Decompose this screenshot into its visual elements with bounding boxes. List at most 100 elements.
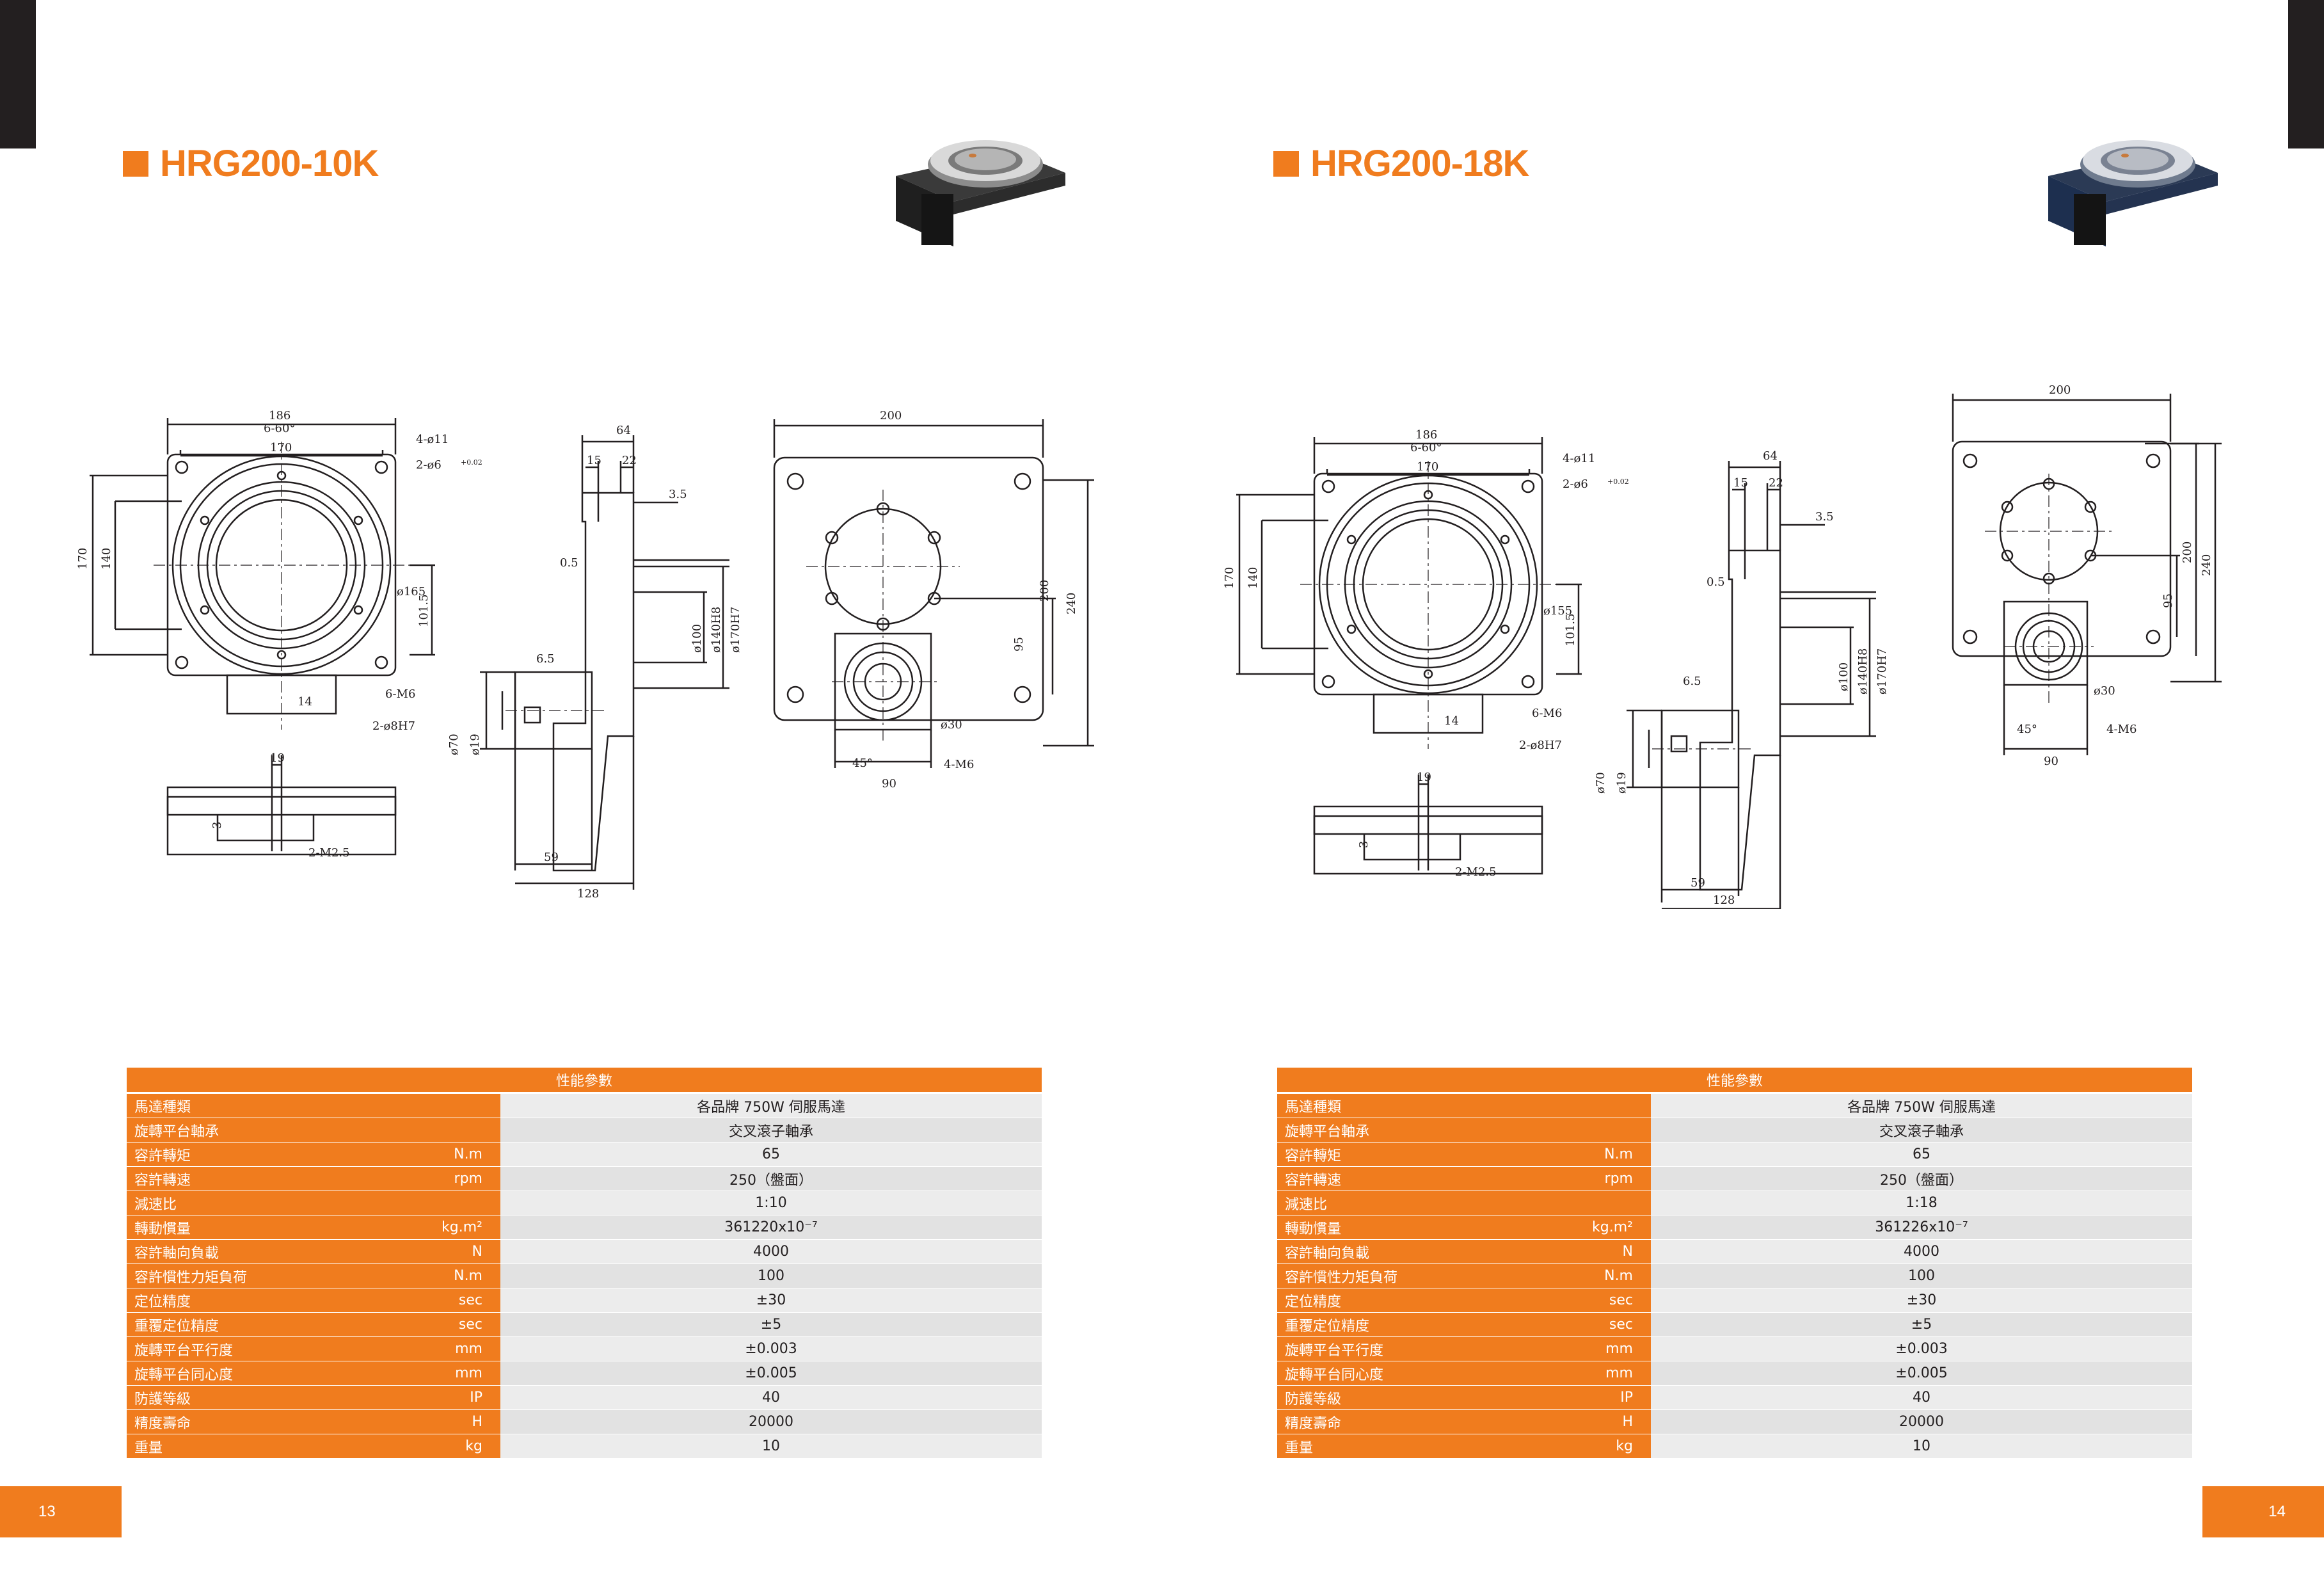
spec-name: 容許慣性力矩負荷 bbox=[1285, 1269, 1398, 1286]
dim-19: 19 bbox=[1417, 771, 1431, 784]
spec-unit: IP bbox=[470, 1390, 482, 1406]
spec-name-cell: 旋轉平台軸承 bbox=[1277, 1118, 1651, 1143]
title-bullet-icon bbox=[1273, 150, 1299, 177]
spec-unit: rpm bbox=[454, 1171, 482, 1187]
spec-name-cell: 防護等級 IP bbox=[127, 1385, 500, 1410]
dim-64: 64 bbox=[616, 424, 631, 437]
spec-unit: N.m bbox=[1604, 1268, 1633, 1284]
dim-186: 186 bbox=[269, 409, 290, 422]
spec-unit: IP bbox=[1620, 1390, 1633, 1406]
dim-22: 22 bbox=[622, 454, 637, 467]
dim-2m25: 2-M2.5 bbox=[308, 846, 350, 860]
spec-name-cell: 馬達種類 bbox=[127, 1093, 500, 1118]
spec-name-cell: 減速比 bbox=[127, 1191, 500, 1215]
dim-h200: 200 bbox=[1038, 580, 1051, 602]
spec-unit: N bbox=[472, 1244, 482, 1260]
spec-value: ±30 bbox=[1651, 1288, 2192, 1313]
spec-name: 定位精度 bbox=[134, 1294, 191, 1310]
spec-value: 4000 bbox=[1651, 1239, 2192, 1264]
spec-unit: sec bbox=[458, 1292, 482, 1308]
spec-unit: kg.m² bbox=[1592, 1219, 1633, 1235]
dim-phi70: ø70 bbox=[1594, 772, 1607, 794]
spec-value: ±0.005 bbox=[1651, 1361, 2192, 1386]
spec-value: 100 bbox=[1651, 1263, 2192, 1288]
spec-unit: sec bbox=[1609, 1317, 1633, 1333]
spec-name: 旋轉平台同心度 bbox=[134, 1367, 234, 1383]
spec-value: ±5 bbox=[500, 1312, 1042, 1337]
spec-value: 交叉滾子軸承 bbox=[1651, 1118, 2192, 1143]
spec-name: 精度壽命 bbox=[134, 1415, 191, 1432]
spec-name: 轉動慣量 bbox=[134, 1221, 191, 1237]
spec-name: 容許轉矩 bbox=[134, 1148, 191, 1164]
technical-drawing: 186 170 6-60° 4-ø11 2-ø6 +0.02 170 140 ø… bbox=[77, 409, 1094, 901]
spec-value: 交叉滾子軸承 bbox=[500, 1118, 1042, 1143]
dim-101: 101.5 bbox=[1564, 613, 1577, 646]
dim-tol: +0.02 bbox=[1607, 477, 1629, 486]
spec-name: 容許軸向負載 bbox=[134, 1245, 219, 1262]
spec-name: 重覆定位精度 bbox=[1285, 1318, 1370, 1335]
spec-name: 減速比 bbox=[1285, 1196, 1328, 1213]
dim-phi30: ø30 bbox=[941, 718, 962, 732]
table-row: 容許慣性力矩負荷 N.m 100 bbox=[1277, 1263, 2192, 1288]
spec-name: 馬達種類 bbox=[1285, 1099, 1342, 1116]
spec-unit: H bbox=[1622, 1414, 1633, 1430]
page-left: HRG200-10K bbox=[0, 0, 1094, 1537]
spec-value: ±0.005 bbox=[500, 1361, 1042, 1386]
dim-22: 22 bbox=[1769, 476, 1783, 490]
spec-unit: kg bbox=[465, 1438, 482, 1454]
spec-name-cell: 容許軸向負載 N bbox=[127, 1239, 500, 1264]
dim-h240: 240 bbox=[1065, 593, 1078, 614]
spec-value: 65 bbox=[1651, 1142, 2192, 1167]
dim-h140: 140 bbox=[100, 548, 113, 570]
dim-h200: 200 bbox=[2181, 541, 2194, 563]
dim-phi19: ø19 bbox=[1615, 772, 1628, 794]
spec-unit: kg.m² bbox=[442, 1219, 482, 1235]
spec-value: 250（盤面） bbox=[500, 1166, 1042, 1191]
dim-128: 128 bbox=[577, 887, 599, 901]
dim-2-8h7: 2-ø8H7 bbox=[372, 719, 415, 733]
spec-unit: N.m bbox=[454, 1146, 482, 1162]
dim-h170: 170 bbox=[1223, 567, 1236, 589]
product-title: HRG200-10K bbox=[123, 142, 379, 185]
dim-phi100: ø100 bbox=[690, 624, 704, 653]
spec-name: 防護等級 bbox=[134, 1391, 191, 1408]
spec-name: 旋轉平台軸承 bbox=[134, 1123, 219, 1140]
page-edge-tab bbox=[0, 0, 36, 148]
spec-name: 旋轉平台平行度 bbox=[1285, 1342, 1384, 1359]
spec-value: ±30 bbox=[500, 1288, 1042, 1313]
dim-4m6: 4-M6 bbox=[944, 758, 974, 771]
dim-6m6: 6-M6 bbox=[385, 687, 415, 701]
spec-name: 容許轉速 bbox=[1285, 1172, 1342, 1189]
dim-phi155: ø155 bbox=[1543, 604, 1572, 618]
dim-59: 59 bbox=[544, 851, 559, 864]
dim-15: 15 bbox=[587, 454, 601, 467]
dim-170: 170 bbox=[270, 441, 292, 454]
spec-name-cell: 旋轉平台軸承 bbox=[127, 1118, 500, 1143]
dim-3: 3 bbox=[1357, 841, 1371, 848]
spec-name: 重量 bbox=[1285, 1440, 1314, 1456]
dim-h95: 95 bbox=[2161, 593, 2175, 608]
title-bullet-icon bbox=[123, 150, 148, 177]
dim-4m6: 4-M6 bbox=[2106, 723, 2137, 736]
spec-value: 20000 bbox=[500, 1409, 1042, 1434]
dim-101: 101.5 bbox=[417, 594, 431, 627]
dim-phi30: ø30 bbox=[2094, 684, 2115, 698]
